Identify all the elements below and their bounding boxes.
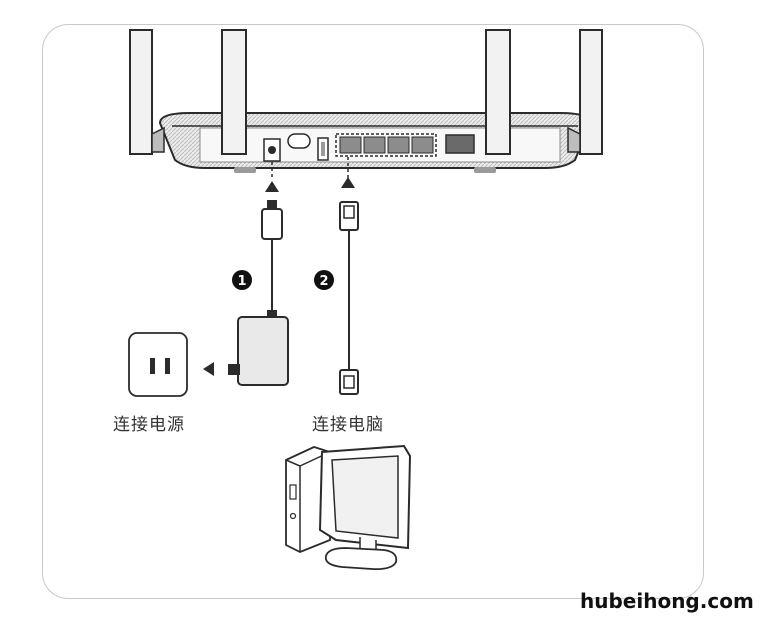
arrow-up-icon-2 [341, 177, 355, 188]
step-2-badge [314, 270, 334, 290]
antenna-left-outer [129, 29, 165, 155]
arrow-left-icon [203, 362, 214, 376]
usb-port [317, 137, 329, 161]
arrow-up-icon [265, 181, 279, 192]
antenna-right-outer [567, 29, 603, 155]
reset-button [287, 133, 311, 149]
wan-port [445, 134, 475, 154]
pc-tower [285, 446, 331, 553]
router [129, 29, 603, 173]
step-2-number: 2 [319, 274, 328, 289]
computer [285, 444, 412, 571]
ethernet-connection: 2 [314, 157, 359, 395]
monitor-screen [331, 455, 399, 539]
power-label: 连接电源 [113, 415, 185, 435]
watermark: hubeihong.com [580, 589, 754, 613]
step-1-badge [232, 270, 252, 290]
dc-power-port [263, 138, 281, 162]
wall-socket [128, 332, 188, 397]
antenna-right-inner [485, 29, 511, 155]
power-connection: 1 [128, 162, 289, 397]
lan-ports [335, 133, 437, 157]
antenna-left-inner [221, 29, 247, 155]
step-1-number: 1 [237, 274, 246, 289]
monitor-base [324, 547, 398, 571]
power-adapter [237, 316, 289, 386]
computer-label: 连接电脑 [312, 415, 384, 435]
ethernet-plug-bottom [339, 369, 359, 395]
